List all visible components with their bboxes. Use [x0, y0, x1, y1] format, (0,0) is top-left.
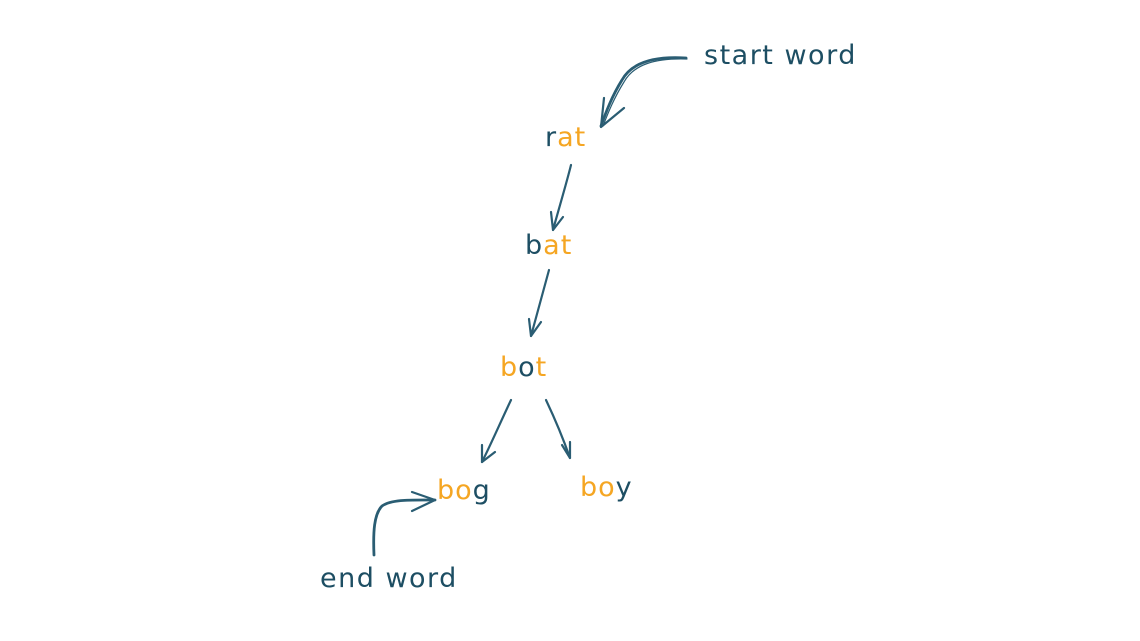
- node-rat: rat: [545, 124, 586, 151]
- node-rat-char-2: t: [574, 122, 587, 153]
- node-boy-char-2: y: [615, 472, 633, 503]
- node-rat-char-1: a: [557, 122, 575, 153]
- arrow-rat-to-bat: [549, 163, 573, 232]
- node-boy: boy: [580, 474, 633, 501]
- node-bot: bot: [500, 354, 547, 381]
- arrow-bot-to-bog: [480, 398, 513, 464]
- node-bog-char-1: o: [455, 475, 473, 506]
- start-word-label: start word: [704, 40, 857, 71]
- arrow-bot-to-boy: [544, 398, 572, 460]
- node-bog-char-0: b: [437, 475, 456, 506]
- node-bot-char-2: t: [535, 352, 548, 383]
- arrow-start-to-rat: [599, 56, 688, 129]
- node-bat-char-2: t: [560, 230, 573, 261]
- node-bog-char-2: g: [472, 475, 491, 506]
- node-boy-char-0: b: [580, 472, 599, 503]
- node-bot-char-0: b: [500, 352, 519, 383]
- arrow-end-to-bog: [372, 490, 437, 557]
- node-bat-char-0: b: [525, 230, 544, 261]
- node-boy-char-1: o: [598, 472, 616, 503]
- node-bat-char-1: a: [543, 230, 561, 261]
- node-bog: bog: [437, 477, 491, 504]
- node-bat: bat: [525, 232, 572, 259]
- arrow-bat-to-bot: [527, 268, 551, 338]
- node-rat-char-0: r: [545, 122, 558, 153]
- end-word-label: end word: [320, 563, 458, 594]
- node-bot-char-1: o: [518, 352, 536, 383]
